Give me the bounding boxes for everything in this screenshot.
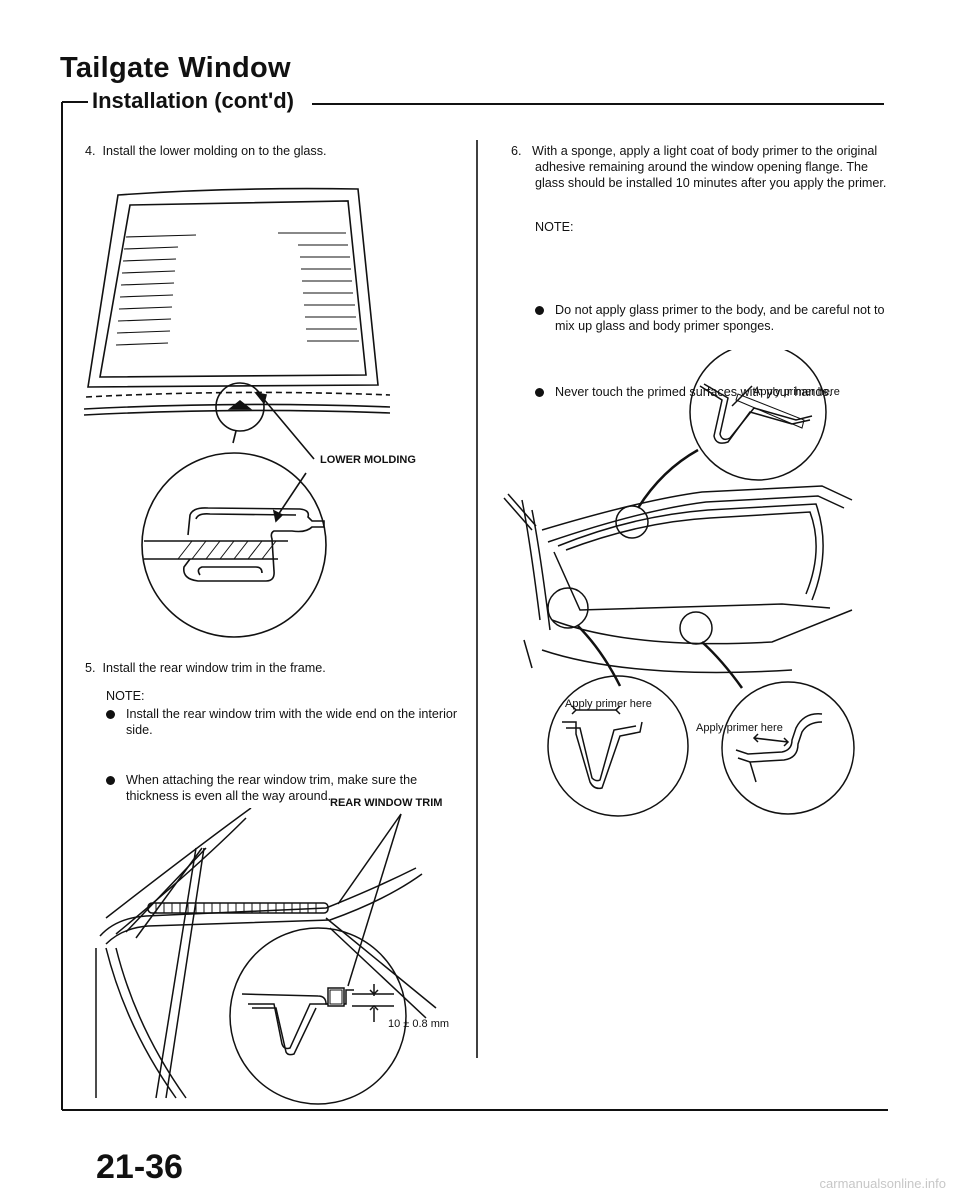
rear-window-trim-label: REAR WINDOW TRIM: [330, 797, 443, 809]
step-4-number: 4.: [85, 144, 96, 158]
step-6-number: 6.: [511, 144, 522, 158]
lower-molding-label: LOWER MOLDING: [320, 454, 416, 466]
page-title: Tailgate Window: [60, 52, 291, 84]
primer-label-left: Apply primer here: [565, 698, 652, 710]
page-number: 21-36: [96, 1148, 183, 1186]
step-5-note-bullet-1: Install the rear window trim with the wi…: [104, 706, 466, 738]
step-5-text: Install the rear window trim in the fram…: [102, 661, 326, 675]
rear-window-trim-figure: [95, 808, 437, 1105]
primer-label-top: Apply primer here: [753, 386, 840, 398]
step-4-text: Install the lower molding on to the glas…: [102, 144, 327, 158]
lower-molding-figure: [83, 187, 391, 638]
watermark: carmanualsonline.info: [819, 1176, 946, 1191]
step-5-note-heading: NOTE:: [106, 689, 145, 703]
step-6-note-heading: NOTE:: [535, 220, 574, 234]
step-6-note-bullet-1: Do not apply glass primer to the body, a…: [533, 302, 895, 334]
step-5: 5. Install the rear window trim in the f…: [85, 660, 470, 676]
dimension-label: 10 ± 0.8 mm: [388, 1018, 450, 1030]
step-6-text: With a sponge, apply a light coat of bod…: [532, 144, 887, 190]
step-4: 4. Install the lower molding on to the g…: [85, 143, 465, 159]
step-5-note-bullet-2: When attaching the rear window trim, mak…: [104, 772, 466, 804]
primer-figure: [503, 350, 855, 817]
primer-label-right: Apply primer here: [696, 722, 783, 734]
step-6-note-bullet-2: Never touch the primed surfaces with you…: [533, 384, 895, 400]
section-subtitle: Installation (cont'd): [92, 88, 294, 113]
step-6: 6. With a sponge, apply a light coat of …: [511, 143, 895, 191]
step-5-number: 5.: [85, 661, 96, 675]
